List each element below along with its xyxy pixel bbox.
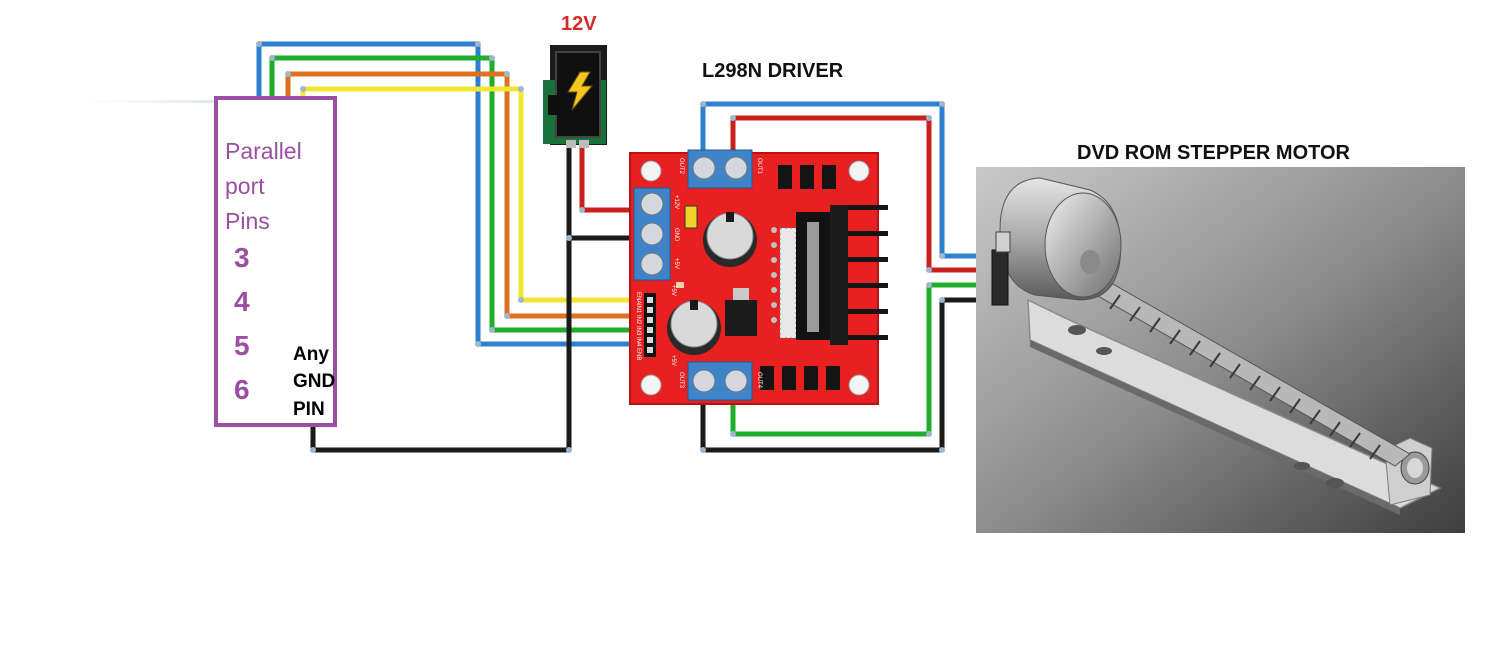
stepper-motor-image: [976, 167, 1465, 533]
parallel-port-title-line1: Parallel: [225, 138, 302, 164]
label-in1: IN1: [635, 304, 641, 314]
l298n-chip: [771, 205, 888, 345]
lightning-bolt-icon: [567, 71, 594, 111]
power-label-12v: 12V: [561, 13, 597, 35]
label-5v-top: +5V: [670, 285, 676, 296]
label-out1: OUT1: [756, 158, 762, 175]
terminal-power: [633, 187, 671, 281]
parallel-port-title-line3: Pins: [225, 208, 270, 234]
pin-label-6: 6: [234, 374, 250, 405]
wire-joints: [256, 41, 524, 347]
jumper: [684, 205, 698, 229]
label-gnd: GND: [673, 228, 679, 242]
faint-line: [40, 100, 216, 103]
driver-title: L298N DRIVER: [702, 60, 844, 82]
label-5v: +5V: [673, 258, 679, 269]
label-ena: ENA: [635, 292, 641, 304]
motor-connector: [991, 249, 1009, 306]
gnd-label-line1: Any: [293, 344, 329, 365]
diodes-top: [778, 165, 836, 189]
voltage-regulator: [725, 300, 757, 336]
diodes-bottom: [760, 366, 840, 390]
input-header: [644, 293, 656, 357]
capacitor: [667, 300, 721, 355]
wire-black-ground: [310, 146, 572, 453]
label-in3: IN3: [635, 326, 641, 336]
gnd-label-line3: PIN: [293, 399, 325, 420]
label-out4: OUT4: [756, 372, 762, 389]
capacitor: [703, 212, 757, 267]
parallel-port-box: [214, 96, 337, 427]
l298n-board: [629, 149, 888, 405]
label-5v-bottom: +5V: [670, 355, 676, 366]
label-out3: OUT3: [678, 372, 684, 389]
parallel-port-title-line2: port: [225, 173, 265, 199]
board-silkscreen: OUT2 OUT1 +12V GND +5V OUT3 OUT4 ENA IN1…: [635, 158, 762, 389]
terminal-out1-out2: [687, 149, 753, 189]
gnd-label-line2: GND: [293, 371, 336, 392]
dc-power-jack: [543, 45, 607, 148]
pin-label-3: 3: [234, 242, 250, 273]
terminal-out3-out4: [687, 361, 753, 401]
motor-joints: [700, 101, 945, 453]
label-out2: OUT2: [678, 158, 684, 175]
label-enb: ENB: [635, 348, 641, 360]
label-in2: IN2: [635, 315, 641, 325]
power-joints: [310, 207, 585, 453]
label-12v: +12V: [673, 195, 679, 209]
pin-label-5: 5: [234, 330, 250, 361]
label-in4: IN4: [635, 337, 641, 347]
pin-label-4: 4: [234, 286, 250, 317]
motor-title: DVD ROM STEPPER MOTOR: [1077, 142, 1350, 164]
